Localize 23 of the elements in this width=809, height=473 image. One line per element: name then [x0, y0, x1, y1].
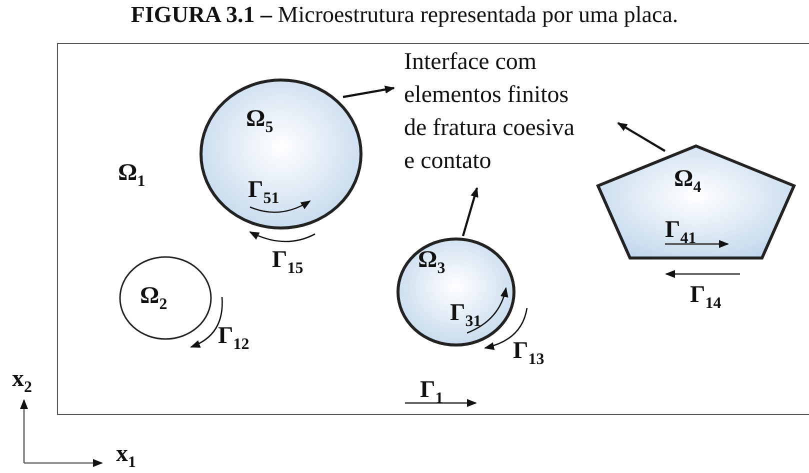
arrow [617, 122, 666, 152]
arrow [462, 187, 478, 236]
boundary-label: Γ$_{13}$ [513, 338, 544, 370]
axis-label: x$_{2}$ [12, 366, 32, 398]
void-circle [118, 255, 213, 341]
boundary-label: Γ$_{31}$ [450, 300, 482, 332]
boundary-label: Γ$_{51}$ [248, 177, 280, 209]
boundary-label: Γ$_{15}$ [272, 247, 304, 279]
boundary-label: Γ$_{14}$ [690, 282, 722, 314]
annotation-text: Interface com elementos finitos de fratura coesiva e contato [404, 48, 576, 176]
domain-label: Ω$_{2}$ [140, 283, 168, 315]
domain-label: Ω$_{5}$ [246, 106, 274, 138]
inclusion-pentagon [596, 144, 796, 260]
figure-title: FIGURA 3.1 – Microestrutura representada por uma placa. [130, 2, 680, 28]
boundary-label: Γ$_{41}$ [665, 217, 696, 249]
domain-label: Ω$_{1}$ [118, 160, 146, 192]
domain-label: Ω$_{3}$ [418, 247, 446, 279]
inclusion-circle [199, 78, 363, 230]
boundary-label: Γ$_{12}$ [218, 323, 250, 355]
domain-label: Ω$_{4}$ [674, 166, 702, 198]
arrow [342, 86, 395, 98]
plate-region [57, 43, 809, 415]
axis-label: x$_{1}$ [116, 441, 136, 473]
